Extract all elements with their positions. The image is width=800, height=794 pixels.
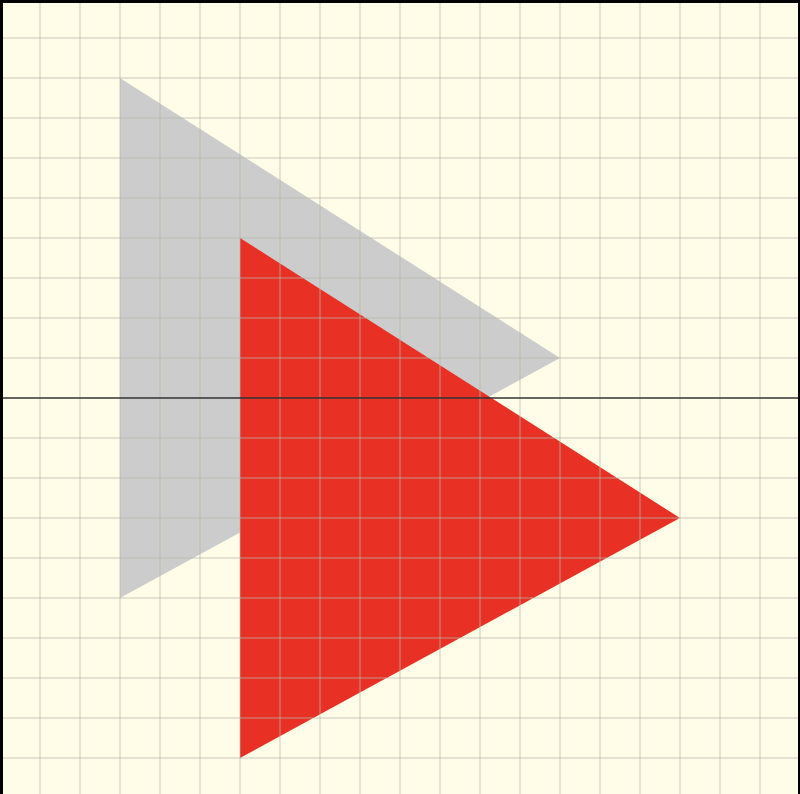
shape-layer [120,78,680,758]
translated-triangle [240,238,680,758]
